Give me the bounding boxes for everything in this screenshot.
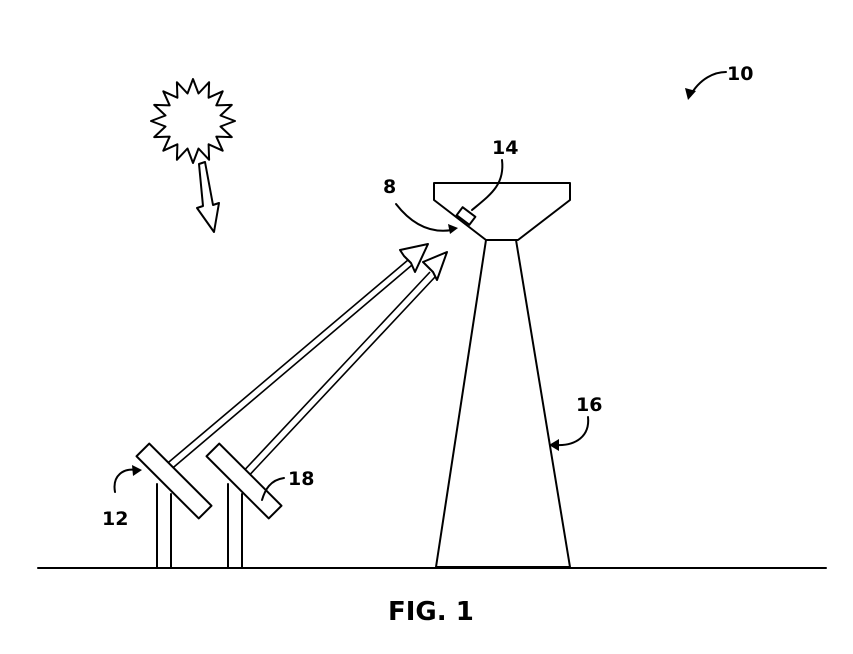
label-12: 12	[102, 508, 128, 530]
leader-14	[471, 159, 504, 211]
sun-ray-arrow-icon	[196, 161, 220, 233]
label-8: 8	[383, 176, 396, 198]
label-18: 18	[288, 468, 314, 490]
tower	[433, 182, 571, 568]
heliostat-post-a	[156, 483, 172, 569]
leader-10-arrow-icon	[685, 88, 696, 100]
sensor-block	[455, 206, 477, 226]
leader-8	[395, 203, 453, 232]
sun-icon	[150, 78, 236, 164]
label-10: 10	[727, 63, 753, 85]
leader-16	[555, 416, 590, 447]
figure-caption: FIG. 1	[388, 597, 474, 627]
reflected-beam-b	[237, 251, 448, 483]
heliostat-post-b	[227, 483, 243, 569]
leader-18	[261, 477, 285, 501]
heliostat-mirror-b	[205, 442, 283, 520]
reflected-beam-a	[162, 243, 429, 473]
leader-10	[689, 71, 727, 97]
leader-12-arrow-icon	[132, 465, 142, 476]
label-14: 14	[492, 137, 518, 159]
leader-16-arrow-icon	[549, 439, 559, 451]
leader-8-arrow-icon	[448, 224, 458, 234]
label-16: 16	[576, 394, 602, 416]
heliostat-mirror-a	[135, 442, 213, 520]
